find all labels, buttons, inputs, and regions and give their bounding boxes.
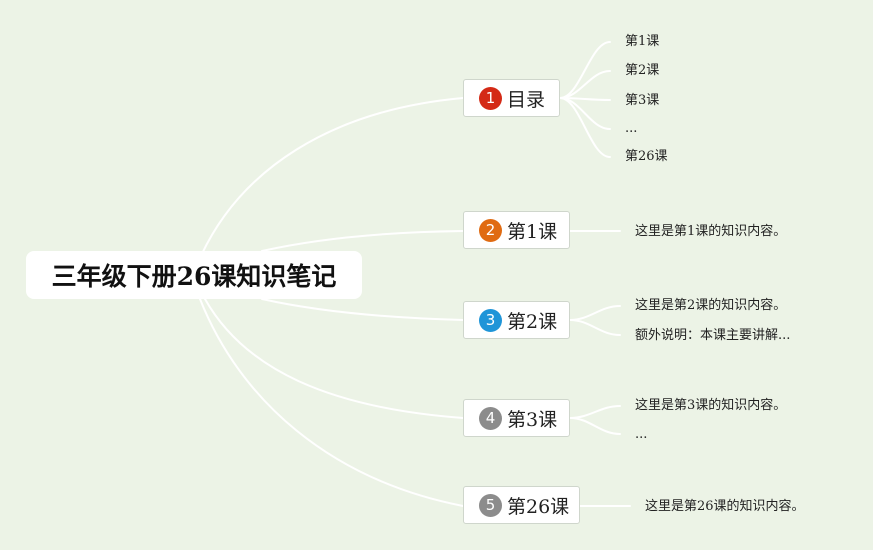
leaf-topic[interactable]: 这里是第2课的知识内容。 xyxy=(635,298,787,313)
branch-topic-catalog[interactable]: 1 目录 xyxy=(463,79,560,117)
connector-b3-l2 xyxy=(569,319,621,336)
root-topic-label: 三年级下册26课知识笔记 xyxy=(51,262,337,291)
leaf-topic[interactable]: ... xyxy=(635,427,648,442)
leaf-topic[interactable]: ... xyxy=(625,121,638,136)
branch-topic-lesson-1[interactable]: 2 第1课 xyxy=(463,211,570,249)
connector-root-b4 xyxy=(204,298,464,419)
branch-topic-lesson-2[interactable]: 3 第2课 xyxy=(463,301,570,339)
connector-b1-l1 xyxy=(559,41,611,99)
branch-label: 第1课 xyxy=(507,220,558,243)
leaf-topic[interactable]: 这里是第26课的知识内容。 xyxy=(645,499,805,514)
number-badge-icon: 4 xyxy=(479,406,502,430)
leaf-topic[interactable]: 这里是第1课的知识内容。 xyxy=(635,224,787,239)
connector-b4-l1 xyxy=(569,405,621,419)
leaf-topic[interactable]: 第2课 xyxy=(625,63,660,78)
connector-b4-l2 xyxy=(569,417,621,435)
connector-root-b1 xyxy=(199,97,464,259)
branch-label: 第26课 xyxy=(507,495,570,518)
number-badge-icon: 1 xyxy=(479,86,502,110)
connector-b1-l2 xyxy=(559,70,611,99)
connector-root-b2 xyxy=(261,230,464,252)
number-badge-icon: 2 xyxy=(479,218,502,242)
connector-b3-l1 xyxy=(569,305,621,321)
branch-label: 第2课 xyxy=(507,310,558,333)
leaf-topic[interactable]: 这里是第3课的知识内容。 xyxy=(635,398,787,413)
leaf-topic[interactable]: 第3课 xyxy=(625,93,660,108)
root-topic[interactable]: 三年级下册26课知识笔记 xyxy=(26,251,362,299)
connector-b1-l5 xyxy=(559,97,611,158)
branch-label: 第3课 xyxy=(507,408,558,431)
number-badge-icon: 5 xyxy=(479,493,502,517)
branch-topic-lesson-26[interactable]: 5 第26课 xyxy=(463,486,580,524)
leaf-topic[interactable]: 第26课 xyxy=(625,149,668,164)
branch-topic-lesson-3[interactable]: 4 第3课 xyxy=(463,399,570,437)
leaf-topic[interactable]: 第1课 xyxy=(625,34,660,49)
connector-b1-l4 xyxy=(559,97,611,130)
connector-root-b5 xyxy=(199,298,464,507)
number-badge-icon: 3 xyxy=(479,308,502,332)
branch-label: 目录 xyxy=(507,88,546,111)
leaf-topic[interactable]: 额外说明：本课主要讲解... xyxy=(635,328,791,343)
connector-root-b3 xyxy=(261,298,464,321)
